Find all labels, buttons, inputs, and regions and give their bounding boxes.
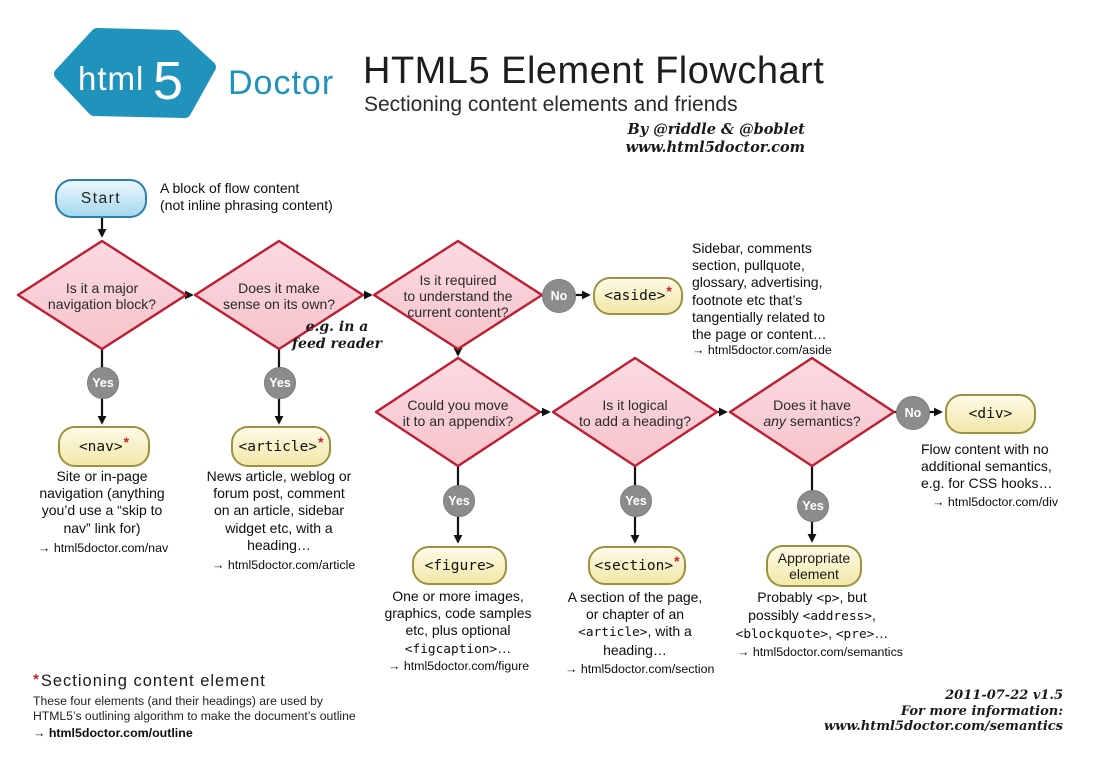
credits: By @riddle & @boblet www.html5doctor.com [626,121,805,156]
diamond-appendix-question [374,356,542,468]
node-section: <section>* [588,546,686,585]
semantics-link[interactable]: → html5doctor.com/semantics [737,645,903,659]
question-nav-block: Is it a major navigation block? [47,280,157,312]
figure-link[interactable]: → html5doctor.com/figure [388,659,530,673]
node-nav: <nav>* [58,426,150,467]
footnote: *Sectioning content element These four e… [33,671,356,740]
footnote-asterisk: * [33,671,40,688]
yes-badge-appropriate: Yes [797,490,829,522]
section-description: A section of the page, or chapter of an … [567,589,703,658]
node-aside: <aside>* [593,277,683,315]
yes-badge-figure: Yes [443,485,475,517]
start-note: A block of flow content (not inline phra… [160,180,333,214]
credit-authors: By @riddle & @boblet [627,121,805,138]
node-div: <div> [945,394,1036,434]
info-label: For more information: [900,703,1063,719]
question-heading: Is it logical to add a heading? [578,397,692,429]
footnote-body: These four elements (and their headings)… [33,694,356,723]
diamond-heading-question [551,356,719,468]
yes-badge-section: Yes [620,485,652,517]
logo-text-five: 5 [153,51,183,111]
page-title: HTML5 Element Flowchart [363,50,825,92]
logo-badge-shape [54,28,216,118]
article-description: News article, weblog or forum post, comm… [206,468,352,553]
sectioning-asterisk: * [123,433,130,450]
aside-link[interactable]: → html5doctor.com/aside [692,343,832,357]
version-info: 2011-07-22 v1.5 For more information: ww… [824,688,1063,735]
div-link[interactable]: → html5doctor.com/div [932,495,1059,509]
yes-badge-article: Yes [264,367,296,399]
diamond-nav-question [16,239,188,351]
page-subtitle: Sectioning content elements and friends [364,93,738,116]
nav-link[interactable]: → html5doctor.com/nav [38,541,169,555]
html5-doctor-logo: html 5 Doctor [54,28,334,118]
sectioning-asterisk: * [674,552,680,569]
start-note-line2: (not inline phrasing content) [160,197,333,214]
logo-text-html: html [78,60,144,97]
question-semantics: Does it have any semantics? [763,397,861,429]
sectioning-asterisk: * [318,433,324,450]
article-link[interactable]: → html5doctor.com/article [212,558,356,572]
start-label: Start [80,189,122,207]
diamond-semantics-question [728,356,896,468]
appropriate-description: Probably <p>, but possibly <address>, <b… [735,589,889,643]
nav-description: Site or in-page navigation (anything you… [39,468,165,536]
question-own-sense: Does it make sense on its own? [222,280,336,312]
diamond-own-question [193,239,365,351]
logo-text-doctor: Doctor [228,64,334,102]
no-badge-div: No [896,396,930,430]
info-url[interactable]: www.html5doctor.com/semantics [823,719,1063,734]
node-figure: <figure> [412,546,507,585]
question-required-content: Is it required to understand the current… [403,272,513,320]
no-badge-aside: No [542,279,576,313]
start-node: Start [55,179,147,218]
start-note-line1: A block of flow content [160,180,300,196]
aside-description: Sidebar, comments section, pullquote, gl… [692,240,827,343]
outline-link[interactable]: → html5doctor.com/outline [33,726,193,741]
sectioning-asterisk: * [666,283,672,299]
credit-site: www.html5doctor.com [625,138,805,156]
footnote-title: *Sectioning content element [33,671,266,690]
feed-reader-note: e.g. in a feed reader [292,319,382,352]
yes-badge-nav: Yes [87,367,119,399]
figure-description: One or more images, graphics, code sampl… [384,588,532,657]
version-label: 2011-07-22 v1.5 [945,688,1063,703]
node-article: <article>* [231,426,331,467]
div-description: Flow content with no additional semantic… [921,441,1053,492]
question-appendix: Could you move it to an appendix? [402,397,514,429]
section-link[interactable]: → html5doctor.com/section [565,662,715,676]
node-appropriate-element: Appropriate element [766,545,862,587]
